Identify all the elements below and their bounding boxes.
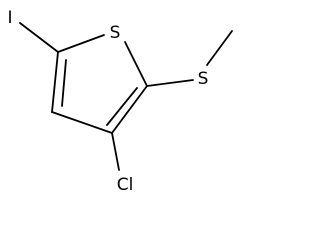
bond-c2-c3 [111,85,148,134]
chlorine-label: Cl [117,175,134,195]
iodine-label: I [7,8,12,28]
thioether-sulfur-label: S [198,69,209,89]
bond-c4-c5-inner [61,59,67,107]
molecule-structure-diagram: S S I Cl [7,8,233,195]
bond-c5-s1 [57,34,105,53]
bond-s-ch3 [206,30,233,66]
bond-c2-s [146,79,194,87]
bond-s1-c2 [124,41,148,87]
bond-c3-c4 [51,111,113,134]
bond-c5-i [19,22,59,53]
ring-sulfur-label: S [110,23,121,43]
bond-c4-c5 [51,51,59,113]
bond-c3-cl [111,132,120,171]
bond-c2-c3-inner [106,87,138,126]
